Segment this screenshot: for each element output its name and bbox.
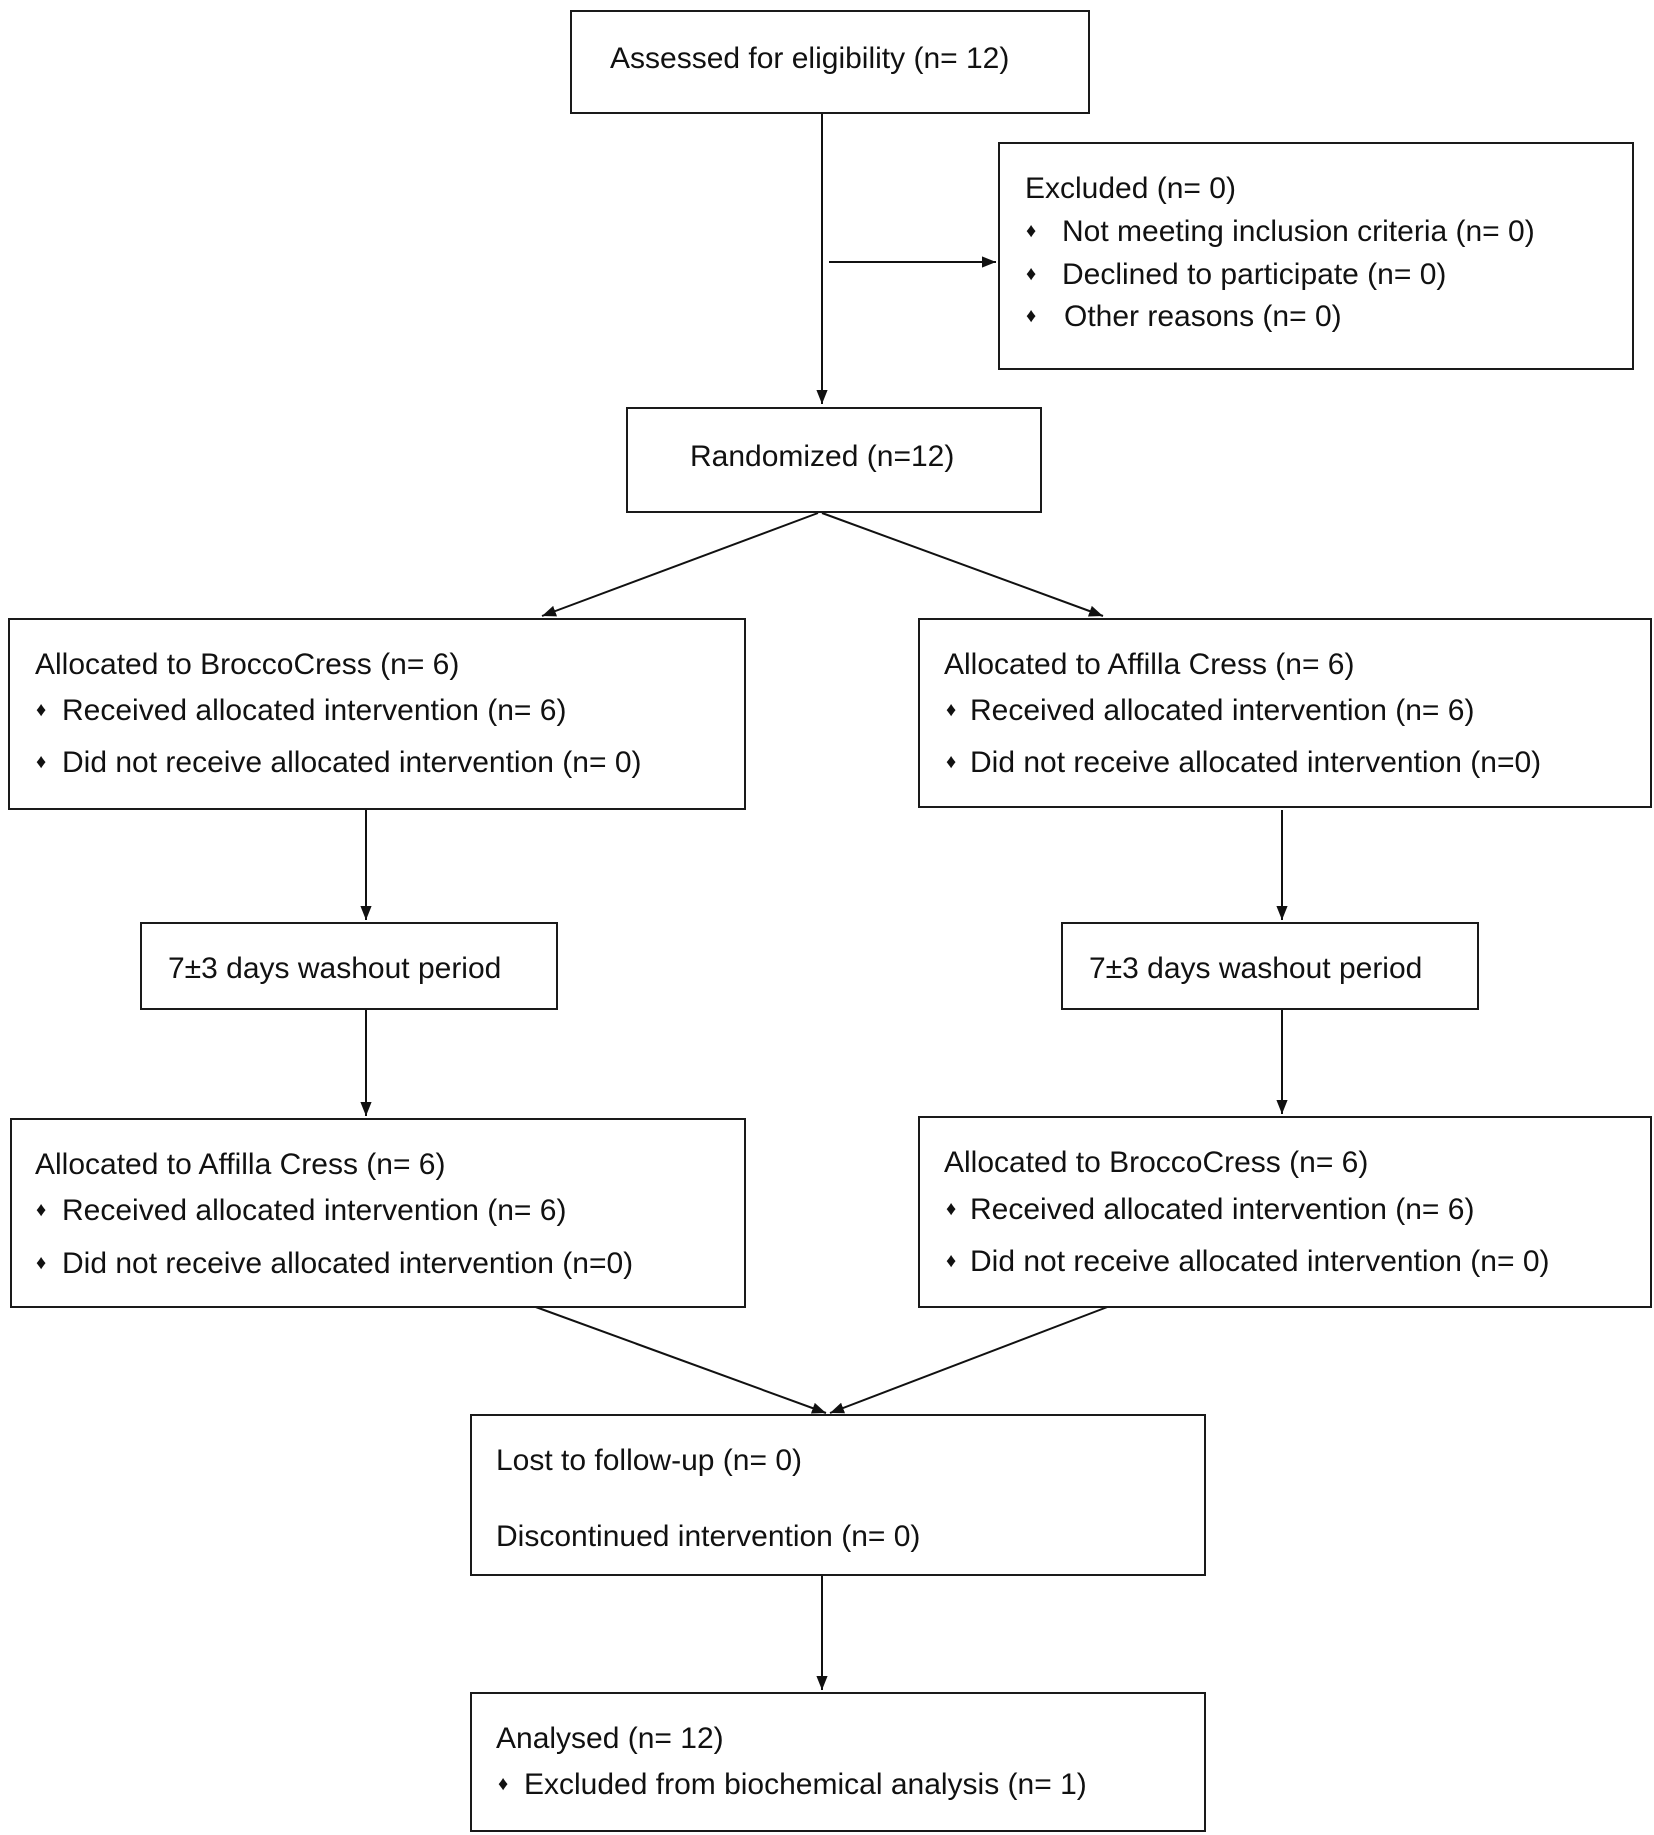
analysed-title: Analysed (n= 12) [496,1722,724,1755]
analysed-box: Analysed (n= 12) ♦ Excluded from biochem… [470,1692,1206,1832]
washout-right-box: 7±3 days washout period [1061,922,1479,1010]
left-first-not-received: Did not receive allocated intervention (… [62,746,642,779]
left-second-title: Allocated to Affilla Cress (n= 6) [35,1148,446,1181]
washout-right-label: 7±3 days washout period [1089,952,1423,985]
right-first-not-received: Did not receive allocated intervention (… [970,746,1542,779]
analysed-excluded: Excluded from biochemical analysis (n= 1… [524,1768,1087,1801]
left-first-received: Received allocated intervention (n= 6) [62,694,567,727]
bullet-icon: ♦ [946,1198,957,1220]
left-second-not-received: Did not receive allocated intervention (… [62,1247,634,1280]
bullet-icon: ♦ [36,699,47,721]
washout-left-box: 7±3 days washout period [140,922,558,1010]
followup-box: Lost to follow-up (n= 0) Discontinued in… [470,1414,1206,1576]
right-first-received: Received allocated intervention (n= 6) [970,694,1475,727]
left-second-received: Received allocated intervention (n= 6) [62,1194,567,1227]
arrow-right-second-to-followup [829,1305,1111,1414]
assessed-box: Assessed for eligibility (n= 12) [570,10,1090,114]
bullet-icon: ♦ [946,751,957,773]
bullet-icon: ♦ [36,1199,47,1221]
left-first-allocation-box: Allocated to BroccoCress (n= 6) ♦ Receiv… [8,618,746,810]
excluded-item-inclusion: Not meeting inclusion criteria (n= 0) [1062,215,1535,248]
bullet-icon: ♦ [946,699,957,721]
right-second-title: Allocated to BroccoCress (n= 6) [944,1146,1369,1179]
left-first-title: Allocated to BroccoCress (n= 6) [35,648,460,681]
followup-discontinued: Discontinued intervention (n= 0) [496,1520,921,1553]
right-second-not-received: Did not receive allocated intervention (… [970,1245,1550,1278]
bullet-icon: ♦ [946,1250,957,1272]
bullet-icon: ♦ [1026,220,1037,242]
right-second-allocation-box: Allocated to BroccoCress (n= 6) ♦ Receiv… [918,1116,1652,1308]
bullet-icon: ♦ [1026,305,1037,327]
excluded-item-declined: Declined to participate (n= 0) [1062,258,1447,291]
bullet-icon: ♦ [1026,263,1037,285]
excluded-item-other: Other reasons (n= 0) [1064,300,1342,333]
right-first-title: Allocated to Affilla Cress (n= 6) [944,648,1355,681]
randomized-box: Randomized (n=12) [626,407,1042,513]
arrow-randomized-to-right [821,512,1104,617]
arrow-randomized-to-left [541,512,819,617]
right-second-received: Received allocated intervention (n= 6) [970,1193,1475,1226]
washout-left-label: 7±3 days washout period [168,952,502,985]
bullet-icon: ♦ [36,1252,47,1274]
followup-lost: Lost to follow-up (n= 0) [496,1444,802,1477]
excluded-title: Excluded (n= 0) [1025,172,1236,205]
left-second-allocation-box: Allocated to Affilla Cress (n= 6) ♦ Rece… [10,1118,746,1308]
arrow-left-second-to-followup [532,1305,827,1414]
bullet-icon: ♦ [498,1773,509,1795]
assessed-label: Assessed for eligibility (n= 12) [610,42,1010,75]
bullet-icon: ♦ [36,751,47,773]
right-first-allocation-box: Allocated to Affilla Cress (n= 6) ♦ Rece… [918,618,1652,808]
randomized-label: Randomized (n=12) [690,440,955,473]
excluded-box: Excluded (n= 0) ♦ Not meeting inclusion … [998,142,1634,370]
